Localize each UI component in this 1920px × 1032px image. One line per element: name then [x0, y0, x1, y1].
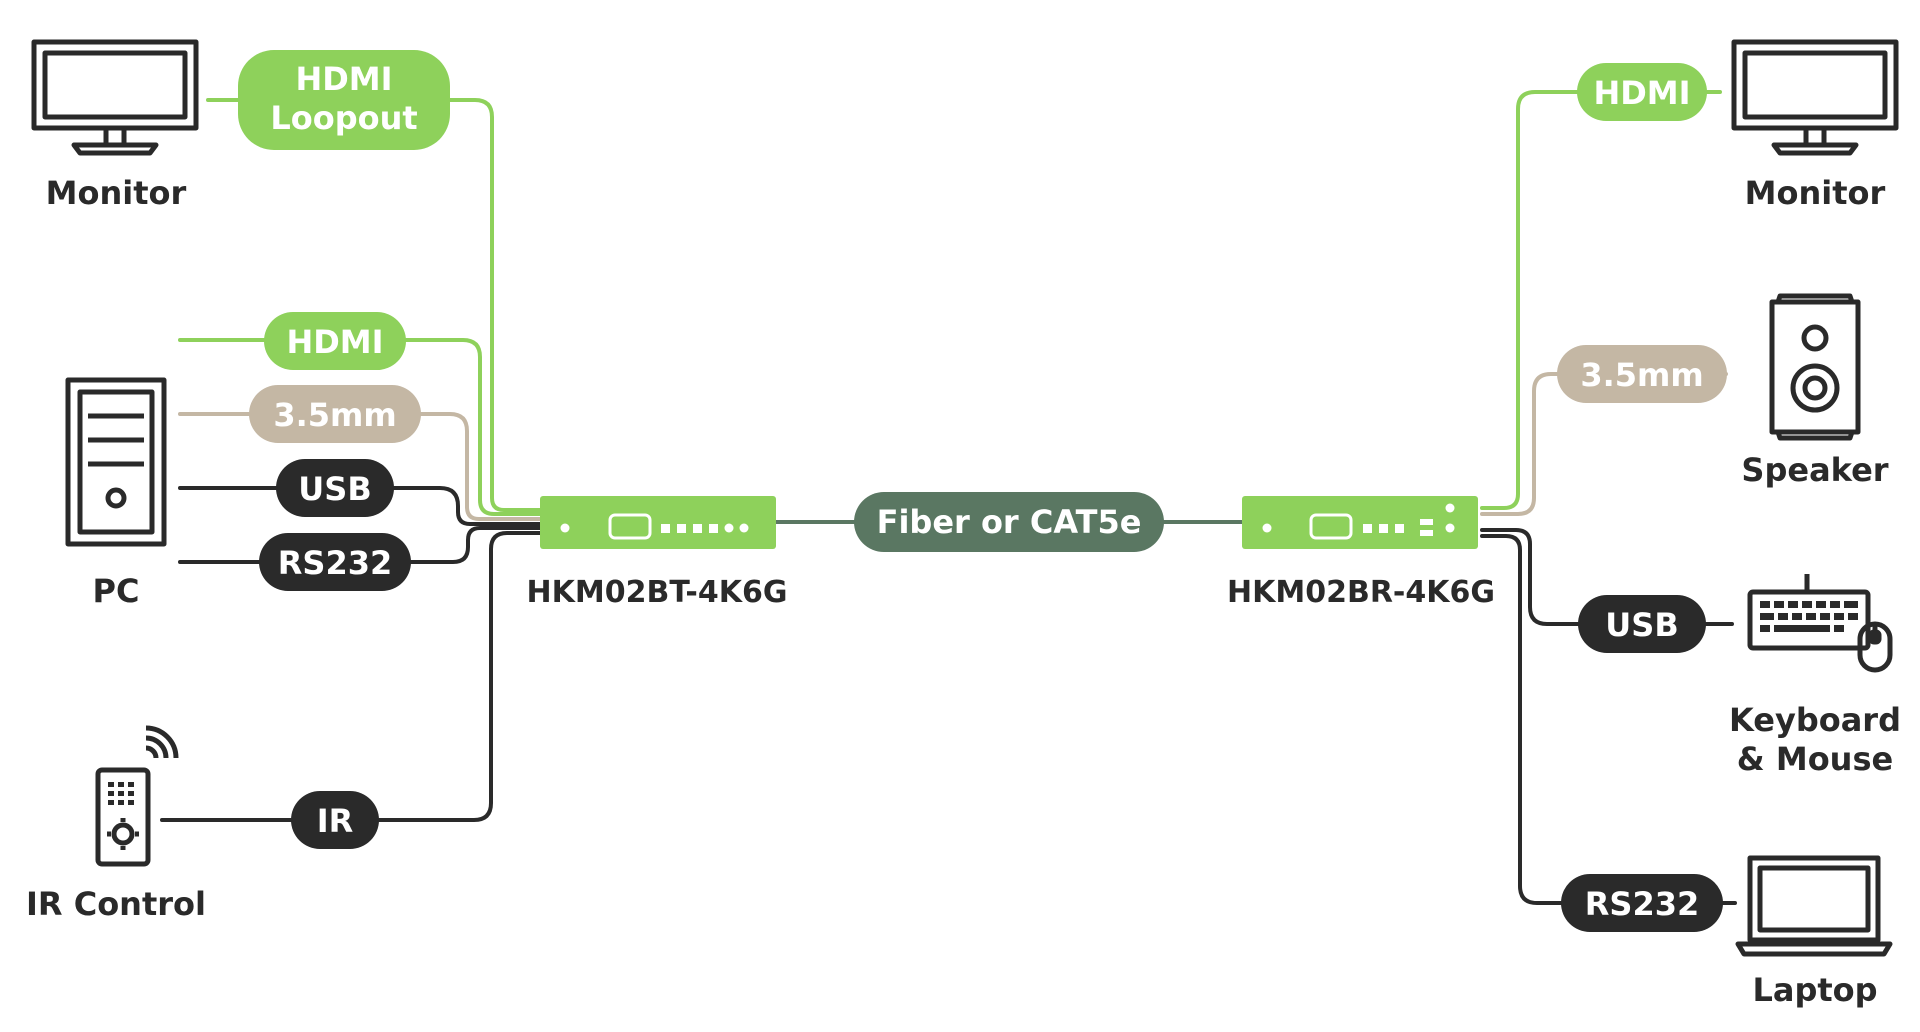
hdmi-out-pill [1577, 63, 1707, 121]
hdmi-loopout-line2: Loopout [270, 99, 417, 137]
audio-out-label: 3.5mm [1580, 356, 1703, 394]
trunk-pill [854, 492, 1164, 552]
cable-usb-in [178, 486, 546, 526]
transmitter-unit: HKM02BT-4K6G [527, 496, 788, 610]
cable-ir [160, 531, 546, 822]
keyboard-label-line1: Keyboard [1729, 701, 1901, 739]
cable-audio-out [1480, 372, 1728, 516]
ir-control-label: IR Control [26, 885, 206, 923]
usb-in-label: USB [298, 470, 371, 508]
audio-in-pill [249, 385, 421, 443]
hdmi-out-label: HDMI [1593, 74, 1690, 112]
ir-remote-icon [95, 725, 179, 867]
ir-pill [291, 791, 379, 849]
speaker-label: Speaker [1741, 451, 1888, 489]
cable-hdmi-in [178, 338, 546, 516]
hdmi-in-label: HDMI [286, 323, 383, 361]
trunk-label: Fiber or CAT5e [877, 503, 1142, 541]
hdmi-loopout-line1: HDMI [295, 60, 392, 98]
pc-label: PC [93, 572, 140, 610]
keyboard-mouse-icon [1747, 574, 1893, 673]
monitor-right-icon [1731, 39, 1899, 156]
usb-out-label: USB [1605, 606, 1678, 644]
rs232-in-pill [259, 533, 411, 591]
usb-out-pill [1578, 595, 1706, 653]
hdmi-loopout-pill [238, 50, 450, 150]
rs232-out-label: RS232 [1585, 885, 1699, 923]
receiver-unit: HKM02BR-4K6G [1227, 496, 1495, 610]
cable-usb-out [1480, 528, 1734, 626]
connection-pills: HDMI Loopout HDMI 3.5mm USB RS232 IR Fib… [238, 50, 1727, 932]
speaker-icon [1769, 293, 1861, 441]
cable-audio-in [178, 412, 546, 521]
ir-label: IR [317, 802, 354, 840]
cable-rs232-out [1480, 534, 1737, 905]
cable-rs232-in [178, 526, 546, 564]
usb-in-pill [276, 459, 394, 517]
hdmi-in-pill [264, 312, 406, 370]
receiver-label: HKM02BR-4K6G [1227, 575, 1495, 610]
monitor-left-label: Monitor [46, 174, 187, 212]
cable-hdmi-loopout [206, 98, 546, 512]
audio-in-label: 3.5mm [273, 396, 396, 434]
keyboard-label-line2: & Mouse [1737, 740, 1893, 778]
laptop-icon [1735, 855, 1893, 957]
pc-icon [65, 377, 167, 547]
monitor-right-label: Monitor [1745, 174, 1886, 212]
cables [160, 90, 1737, 905]
monitor-left-icon [31, 39, 199, 156]
rs232-in-label: RS232 [278, 544, 392, 582]
laptop-label: Laptop [1752, 971, 1877, 1009]
transmitter-box [540, 496, 776, 549]
rs232-out-pill [1561, 874, 1723, 932]
cable-hdmi-out [1480, 90, 1722, 510]
transmitter-label: HKM02BT-4K6G [527, 575, 788, 610]
receiver-box [1242, 496, 1478, 549]
audio-out-pill [1557, 345, 1727, 403]
